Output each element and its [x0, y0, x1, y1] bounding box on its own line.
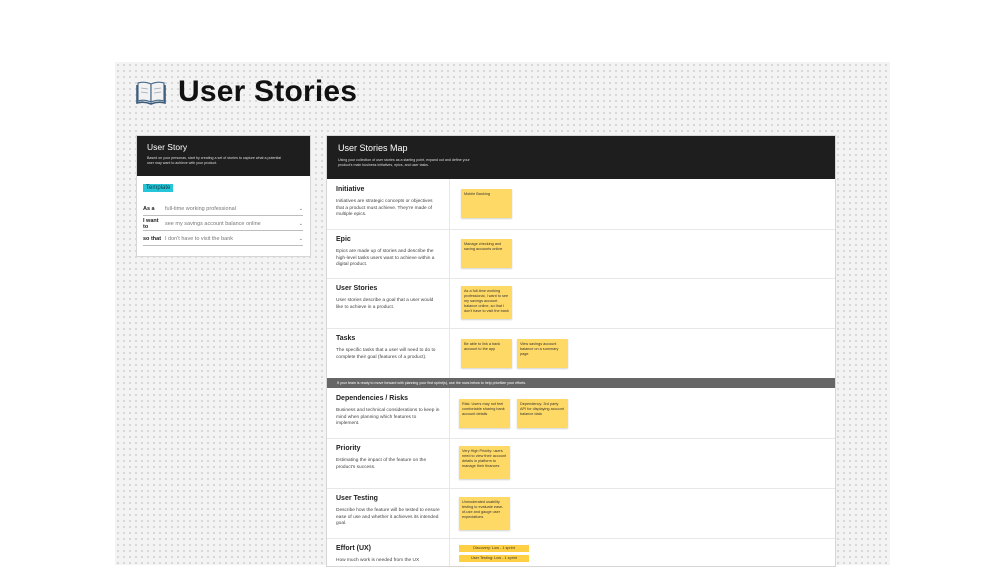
map-description: Using your collection of user stories as… [338, 158, 470, 167]
sticky-note[interactable]: Be able to link a bank account to the ap… [461, 339, 512, 368]
chevron-down-icon[interactable]: ⌄ [298, 206, 303, 212]
story-row-as-a[interactable]: As a full-time working professional ⌄ [143, 203, 303, 216]
row-description: Initiatives are strategic concepts or ob… [336, 199, 433, 217]
row-description: User stories describe a goal that a user… [336, 298, 434, 310]
user-story-title: User Story [147, 142, 188, 152]
story-row-label: so that [143, 236, 162, 242]
effort-tag[interactable]: Discovery: Low - 1 sprint [459, 545, 529, 552]
sticky-note[interactable]: Very High Priority: users need to view t… [459, 446, 510, 479]
row-description: The specific tasks that a user will need… [336, 348, 436, 360]
row-description: Epics are made up of stories and describ… [336, 249, 435, 267]
row-title: Initiative [336, 186, 365, 193]
chevron-down-icon[interactable]: ⌄ [298, 236, 303, 242]
story-row-label: I want to [143, 218, 159, 230]
sticky-note[interactable]: As a full-time working professional, I w… [461, 286, 512, 319]
user-story-description: Based on your personas, start by creatin… [147, 156, 282, 165]
user-story-card[interactable]: User Story Based on your personas, start… [136, 135, 311, 257]
row-description: Estimating the impact of the feature on … [336, 458, 427, 470]
story-row-label: As a [143, 206, 155, 212]
row-title: Dependencies / Risks [336, 395, 408, 402]
row-title: Epic [336, 236, 351, 243]
row-description: Describe how the feature will be tested … [336, 508, 440, 526]
row-description: Business and technical considerations to… [336, 408, 440, 426]
row-title: Effort (UX) [336, 545, 371, 552]
story-row-so-that[interactable]: so that I don't have to visit the bank ⌄ [143, 233, 303, 246]
sticky-note[interactable]: Dependency: 3rd party API for displaying… [517, 399, 568, 428]
story-row-i-want-to[interactable]: I want to see my savings account balance… [143, 218, 303, 231]
story-row-value[interactable]: full-time working professional [165, 206, 236, 212]
chevron-down-icon[interactable]: ⌄ [298, 221, 303, 227]
row-description: How much work is needed from the UX [336, 558, 420, 563]
row-title: Priority [336, 445, 361, 452]
map-header: User Stories Map Using your collection o… [327, 136, 835, 179]
sticky-note[interactable]: Mobile Banking [461, 189, 512, 218]
sticky-note[interactable]: View savings account balance on a summar… [517, 339, 568, 368]
row-title: Tasks [336, 335, 356, 342]
user-story-header: User Story Based on your personas, start… [137, 136, 310, 176]
map-row-effort-ux: Effort (UX) How much work is needed from … [327, 538, 835, 566]
user-stories-map[interactable]: User Stories Map Using your collection o… [326, 135, 836, 567]
page-title: User Stories [178, 75, 358, 108]
sticky-note[interactable]: Unmoderated usability testing to evaluat… [459, 497, 510, 530]
row-title: User Stories [336, 285, 378, 292]
story-row-value[interactable]: I don't have to visit the bank [165, 236, 234, 242]
planning-banner: If your team is ready to move forward wi… [327, 378, 835, 388]
sticky-note[interactable]: Risk: Users may not feel comfortable sha… [459, 399, 510, 428]
row-title: User Testing [336, 495, 378, 502]
page-header: User Stories [136, 74, 357, 110]
effort-tag[interactable]: User Testing: Low - 1 sprint [459, 555, 529, 562]
story-row-value[interactable]: see my savings account balance online [165, 221, 261, 227]
sticky-note[interactable]: Manage checking and saving accounts onli… [461, 239, 512, 268]
map-title: User Stories Map [338, 143, 408, 153]
template-tag: Template [143, 184, 174, 192]
open-book-icon [136, 79, 166, 105]
